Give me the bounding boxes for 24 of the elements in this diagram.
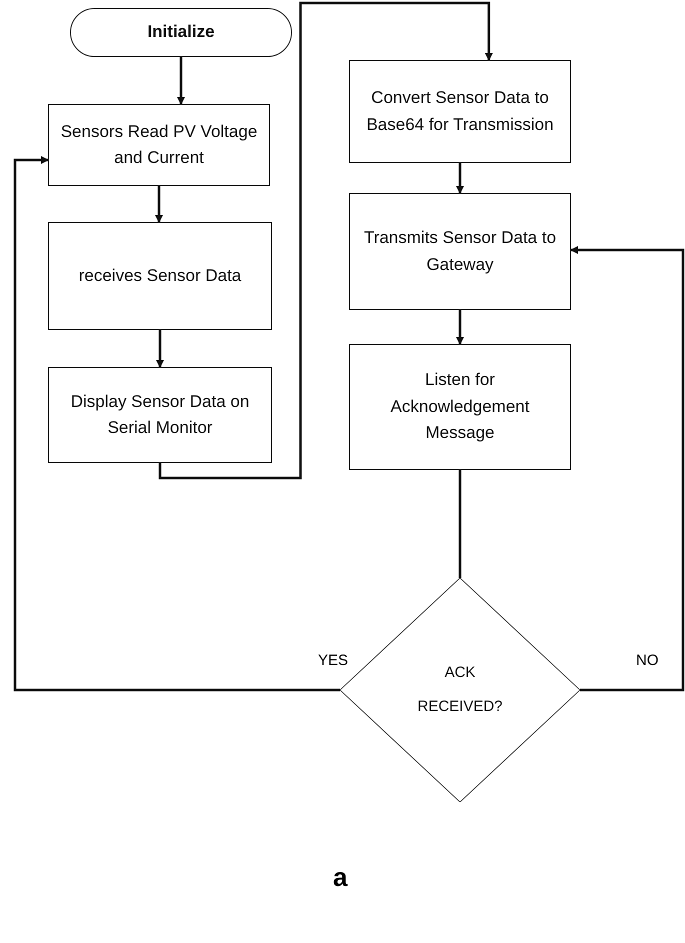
node-text: Sensors Read PV Voltage and Current	[60, 122, 258, 167]
node-text: Convert Sensor Data to Base64 for Transmission	[366, 88, 554, 134]
process-box	[48, 222, 272, 330]
node-text: Transmits Sensor Data to Gateway	[364, 228, 556, 274]
process-box	[48, 367, 272, 463]
node-text: receives Sensor Data	[78, 266, 242, 285]
figure-label: a	[333, 862, 348, 893]
arrow	[456, 163, 464, 194]
arrow	[570, 246, 684, 692]
node-text: Listen for Acknowledgement Message	[390, 370, 530, 442]
process-box	[48, 104, 270, 186]
process-box	[349, 344, 571, 470]
arrow	[155, 186, 163, 223]
start-terminal	[70, 8, 292, 57]
arrow	[158, 2, 493, 480]
node-text: ACK RECEIVED?	[416, 662, 504, 717]
process-box	[349, 193, 571, 310]
arrow	[456, 310, 464, 345]
arrow	[156, 330, 164, 368]
arrow	[14, 156, 340, 692]
process-box	[349, 60, 571, 163]
arrow	[177, 57, 185, 105]
node-text: Initialize	[147, 22, 215, 42]
node-text: Display Sensor Data on Serial Monitor	[70, 392, 250, 437]
